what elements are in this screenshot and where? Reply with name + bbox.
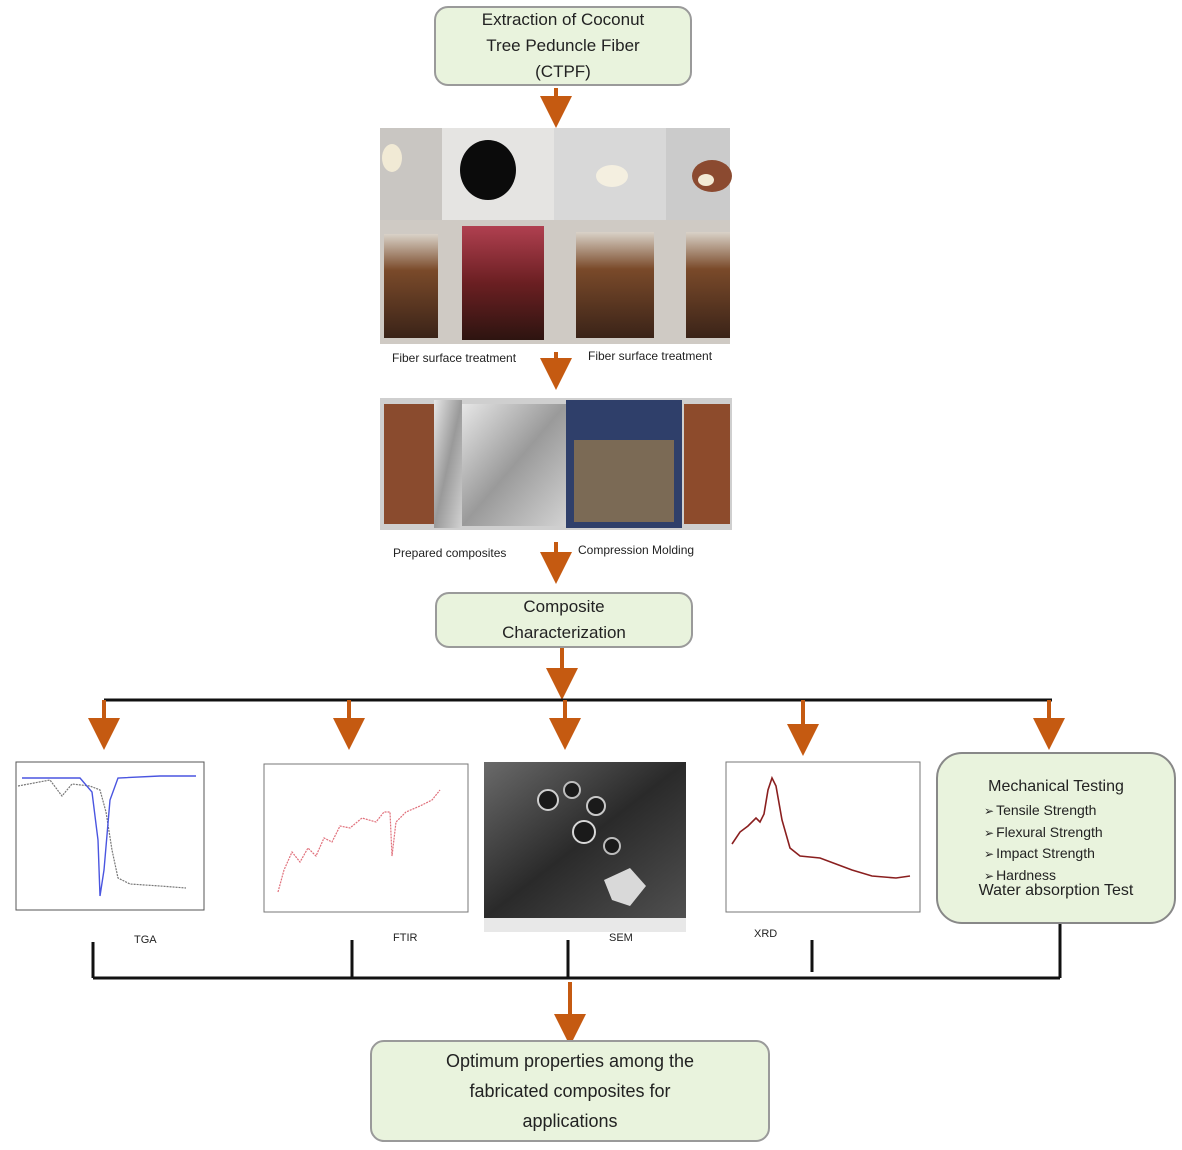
tga-chart: [15, 761, 205, 911]
mechanical-list: Tensile Strength Flexural Strength Impac…: [984, 800, 1103, 886]
optimum-box: Optimum properties among the fabricated …: [370, 1040, 770, 1142]
mechanical-item: Tensile Strength: [984, 800, 1103, 822]
caption-fiber-treatment-left: Fiber surface treatment: [392, 351, 517, 365]
water-absorption-label: Water absorption Test: [978, 882, 1134, 899]
xrd-chart: [725, 761, 921, 913]
mechanical-item: Hardness: [984, 865, 1103, 887]
characterization-box: Composite Characterization: [435, 592, 693, 648]
caption-fiber-treatment-right: Fiber surface treatment: [588, 349, 713, 363]
characterization-text: Composite Characterization: [502, 597, 626, 642]
mechanical-title: Mechanical Testing: [988, 778, 1124, 795]
extraction-box: Extraction of Coconut Tree Peduncle Fibe…: [434, 6, 692, 86]
caption-compression-molding: Compression Molding: [578, 543, 695, 557]
label-sem: SEM: [609, 932, 633, 944]
extraction-text: Extraction of Coconut Tree Peduncle Fibe…: [481, 10, 645, 81]
mechanical-item: Impact Strength: [984, 843, 1103, 865]
optimum-text: Optimum properties among the fabricated …: [445, 1051, 695, 1131]
molding-photos: [380, 398, 732, 530]
label-ftir: FTIR: [393, 932, 418, 944]
label-tga: TGA: [134, 934, 157, 946]
mechanical-testing-box: Mechanical Testing Tensile Strength Flex…: [936, 752, 1176, 924]
fiber-treatment-photos: [380, 128, 732, 344]
label-xrd: XRD: [754, 928, 778, 940]
sem-image: [484, 762, 686, 932]
ftir-chart: [263, 763, 469, 913]
caption-prepared-composites: Prepared composites: [393, 546, 507, 560]
mechanical-item: Flexural Strength: [984, 822, 1103, 844]
